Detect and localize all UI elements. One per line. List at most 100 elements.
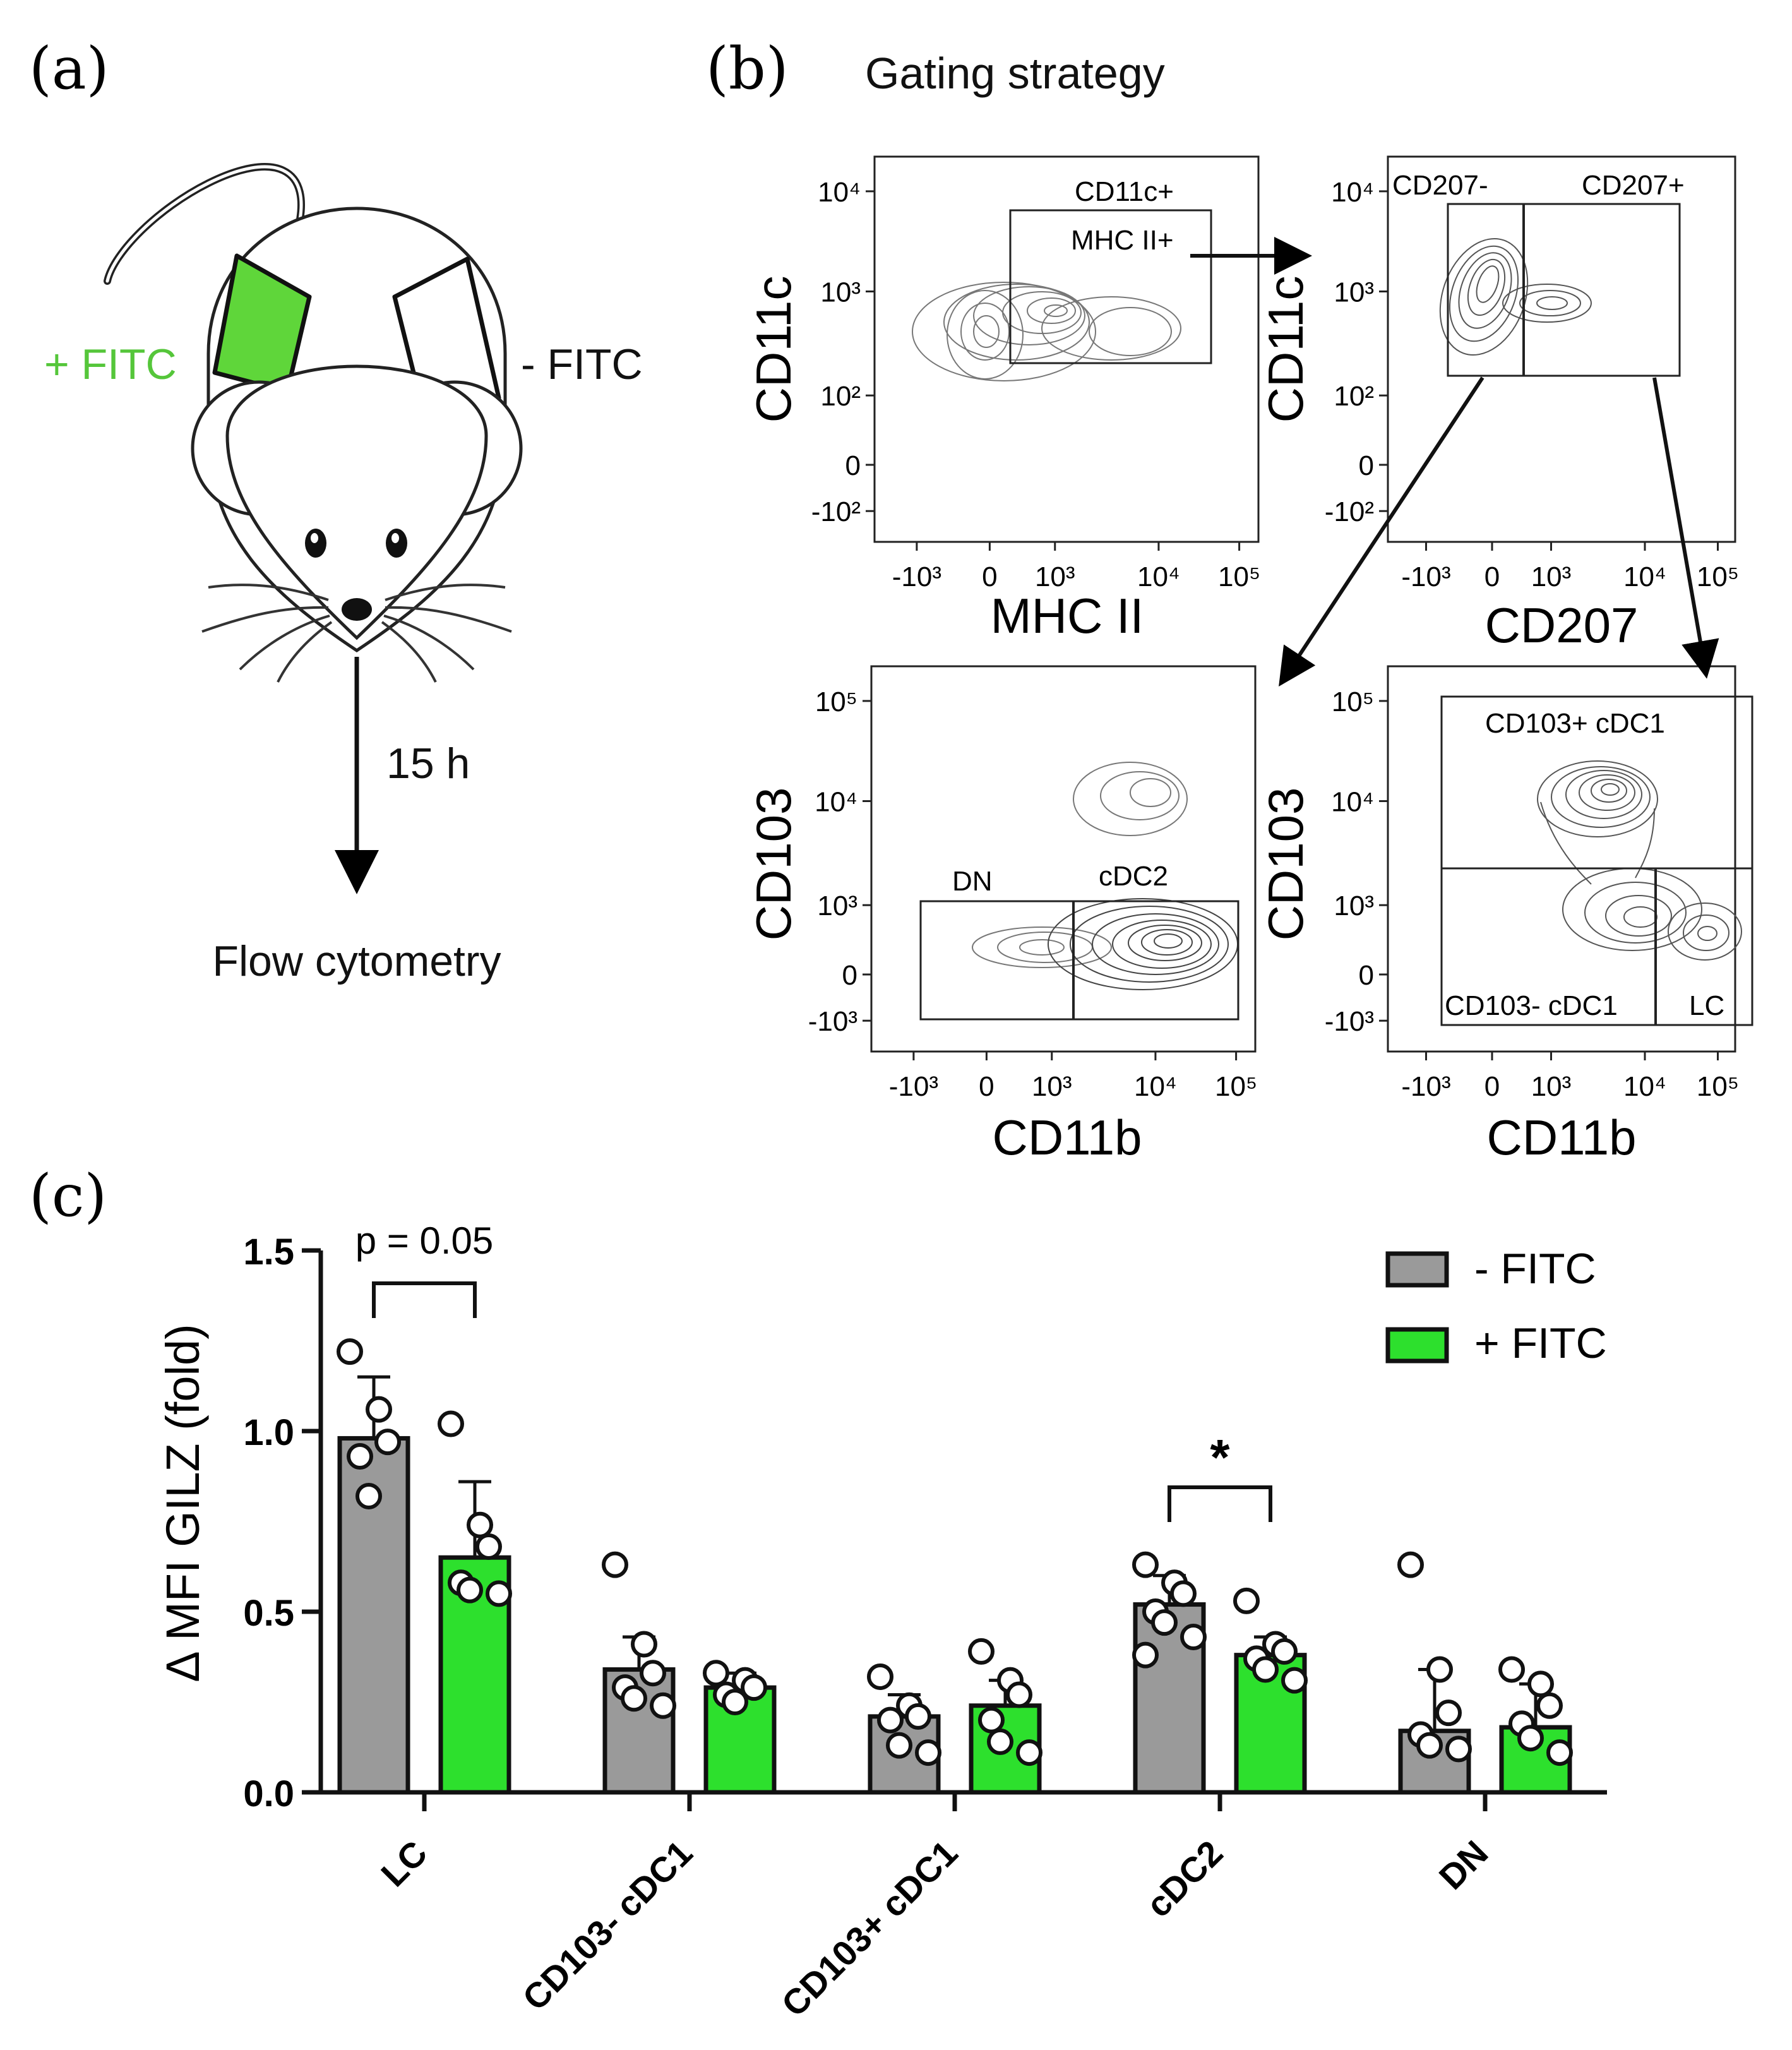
data-point [915, 1739, 941, 1766]
data-point [467, 1511, 493, 1538]
x-tick-label: 0 [1484, 561, 1500, 592]
y-tick-label: 10² [820, 381, 861, 412]
data-point [1426, 1656, 1453, 1683]
data-point [968, 1638, 995, 1665]
legend-swatch-plus-fitc [1385, 1327, 1449, 1364]
contour-cloud [1439, 238, 1592, 356]
gating-title: Gating strategy [865, 49, 1165, 98]
data-point [602, 1551, 628, 1578]
mouse-head-icon [225, 364, 488, 640]
legend-swatch-minus-fitc [1385, 1251, 1449, 1288]
bar-y-axis-label: Δ MFI GILZ (fold) [157, 1324, 209, 1682]
data-point [1016, 1739, 1042, 1766]
y-tick-label: 10³ [817, 890, 857, 921]
y-tick-label: 10⁵ [1332, 686, 1374, 717]
gate-cdc1-lc [1440, 695, 1753, 1026]
data-point [741, 1674, 767, 1701]
flow-tick-labels: -10³ 0 10³ 10⁴ 10⁵ 10⁴ 10³ 10² 0 -10² -10³ 0 10³ 10⁴ 1… [808, 177, 1739, 1102]
data-point [978, 1706, 1005, 1734]
legend-label-plus-fitc: + FITC [1474, 1319, 1607, 1367]
flow-plot-1: CD11c+ MHC II+ MHC II CD11c [746, 155, 1260, 644]
plot-frame [870, 665, 1257, 1053]
x-tick-label: 10⁵ [1697, 561, 1739, 592]
x-tick-label: 10⁴ [1623, 1071, 1666, 1102]
gate-label: cDC2 [1099, 861, 1168, 892]
data-point [877, 1706, 904, 1734]
flow-plot-3: DN cDC2 CD11b CD103 [746, 665, 1257, 1165]
y-axis-label: CD11c [746, 276, 801, 423]
gate-label: MHC II+ [1071, 225, 1174, 256]
category-label: LC [373, 1833, 434, 1894]
data-point [1252, 1656, 1279, 1683]
y-tick-label: -10³ [1325, 1006, 1374, 1037]
flow-cytometry-label: Flow cytometry [212, 937, 501, 985]
y-tick-label: 10⁴ [818, 177, 861, 208]
x-axis-label: CD11b [1486, 1110, 1636, 1165]
data-point [987, 1728, 1013, 1755]
x-tick-label: 10⁴ [1623, 561, 1666, 592]
data-point [374, 1429, 401, 1456]
x-tick-label: 0 [979, 1071, 994, 1102]
plot-frame [1387, 665, 1736, 1053]
x-tick-label: -10³ [889, 1071, 938, 1102]
panel-b-label: (b) [706, 35, 789, 102]
gate-label: CD11c+ [1075, 176, 1174, 207]
data-point [337, 1338, 363, 1365]
gate-label: DN [952, 866, 993, 897]
panel-a-label: (a) [29, 35, 109, 102]
data-point [640, 1660, 666, 1687]
nose-icon [342, 598, 372, 621]
flow-plot-4: CD103+ cDC1 CD103- cDC1 LC CD11b CD103 [1258, 665, 1753, 1165]
data-point [347, 1443, 373, 1470]
x-axis-label: MHC II [991, 588, 1144, 644]
data-point [457, 1576, 483, 1603]
category-label: DN [1431, 1833, 1496, 1897]
data-point [355, 1482, 382, 1509]
data-point [703, 1660, 729, 1687]
data-point [486, 1580, 512, 1607]
data-point [1517, 1725, 1544, 1752]
whiskers-icon [201, 584, 512, 683]
data-point [1281, 1667, 1308, 1694]
y-tick-label: 10⁵ [815, 686, 857, 717]
data-point [886, 1732, 912, 1759]
y-tick-label: 10³ [1334, 890, 1374, 921]
category-label: CD103- cDC1 [515, 1833, 700, 2018]
x-tick-label: 0 [982, 561, 997, 592]
y-tick-label: 10² [1334, 381, 1374, 412]
y-tick-label: -10³ [808, 1006, 857, 1037]
minus-fitc-label: - FITC [521, 340, 643, 388]
data-point [1416, 1732, 1443, 1759]
data-point [1180, 1624, 1207, 1651]
data-point [1527, 1670, 1554, 1698]
y-tick-label: 10⁴ [815, 787, 857, 818]
data-point [1397, 1551, 1424, 1578]
y-tick-label: 10³ [820, 277, 861, 308]
legend-label-minus-fitc: - FITC [1474, 1245, 1596, 1293]
y-axis-label: CD11c [1258, 276, 1313, 423]
contour-dense [1048, 898, 1238, 990]
y-tick-label: -10² [811, 496, 861, 527]
data-point [1536, 1692, 1563, 1719]
contour-cloud [1537, 760, 1742, 961]
flow-plot-2: CD207- CD207+ CD207 CD11c [1258, 155, 1736, 653]
x-tick-label: 10⁵ [1697, 1071, 1739, 1102]
plot-frame [873, 155, 1260, 543]
y-axis-label: CD103 [746, 788, 801, 941]
y-tick-label: 0.0 [243, 1773, 294, 1814]
data-point [1233, 1587, 1260, 1614]
contour-cloud [912, 282, 1181, 381]
gate-label: CD207- [1392, 170, 1488, 201]
category-label: cDC2 [1138, 1833, 1231, 1925]
data-point [1132, 1641, 1159, 1669]
x-tick-label: 0 [1484, 1071, 1500, 1102]
significance-label: * [1210, 1429, 1230, 1485]
y-tick-label: 0 [842, 960, 857, 991]
data-point [366, 1396, 392, 1423]
contour-cloud [972, 762, 1188, 968]
data-point [1435, 1699, 1462, 1727]
data-point [867, 1663, 893, 1690]
data-point [438, 1410, 464, 1437]
panel-c-label: (c) [29, 1162, 107, 1230]
